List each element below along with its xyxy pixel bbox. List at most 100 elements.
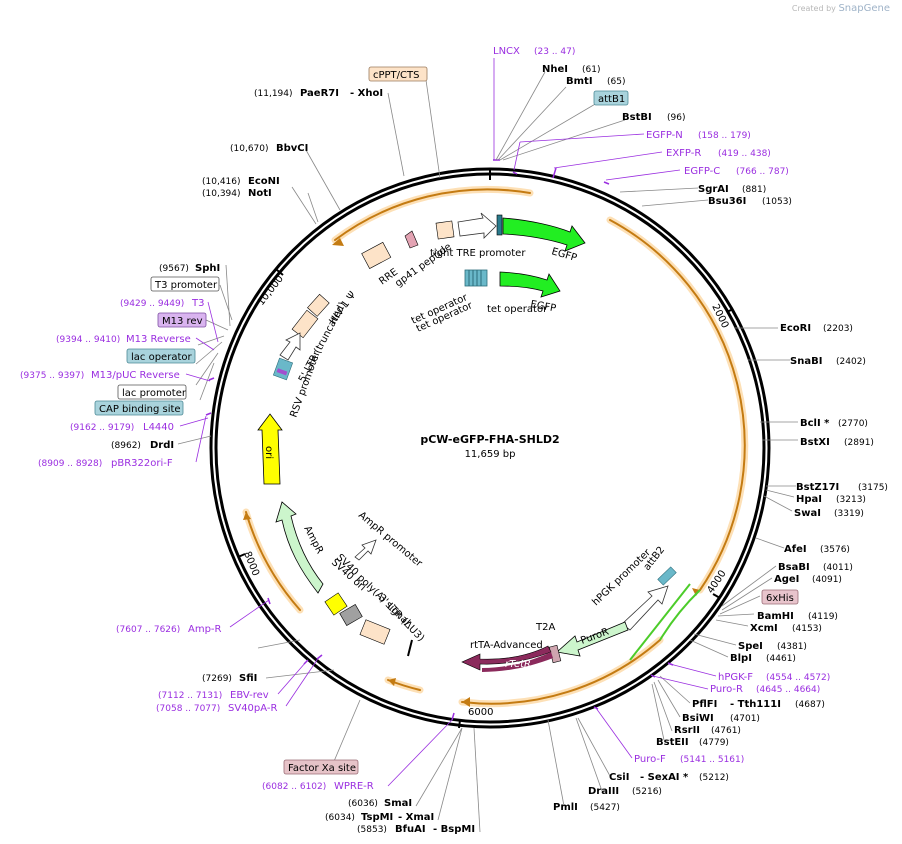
feature-gp41-peptide: gp41 peptide: [393, 230, 454, 289]
enzyme-tth111i-pos: (4687): [795, 700, 825, 710]
enzyme-hpai-pos: (3213): [836, 495, 866, 505]
primer-labels: LNCX (23 .. 47) EGFP-N (158 .. 179) EXFP…: [20, 46, 830, 792]
primer-m13rev: M13 Reverse: [126, 334, 191, 345]
enzyme-bstbi: BstBI: [622, 112, 652, 123]
enzyme-pmli: PmlI: [553, 802, 578, 813]
enzyme-bstz17i-pos: (3175): [858, 483, 888, 493]
enzyme-agei-pos: (4091): [812, 575, 842, 585]
feature-ampr-promoter: AmpR promoter: [354, 510, 425, 570]
enzyme-bsiwi: BsiWI: [682, 713, 714, 724]
primer-sv40pa-r-pos: (7058 .. 7077): [156, 704, 220, 714]
enzyme-hpai: HpaI: [796, 494, 822, 505]
enzyme-bstxi-pos: (2891): [844, 438, 874, 448]
primer-ebv-rev: EBV-rev: [230, 690, 269, 701]
tick-marks: [237, 170, 734, 729]
primer-exfp-r: EXFP-R: [666, 148, 701, 159]
enzyme-rsrii-pos: (4761): [711, 726, 741, 736]
box-factor-xa: Factor Xa site: [288, 763, 356, 774]
enzyme-sexai-pos: (5212): [699, 773, 729, 783]
enzyme-spei-pos: (4381): [777, 642, 807, 652]
primer-sv40pa-r: SV40pA-R: [228, 703, 277, 714]
enzyme-swai: SwaI: [794, 508, 821, 519]
enzyme-bcli-pos: (2770): [838, 419, 868, 429]
primer-amp-r: Amp-R: [188, 624, 222, 635]
primer-m13puc: M13/pUC Reverse: [91, 370, 180, 381]
enzyme-drdi: DrdI: [150, 440, 174, 451]
enzyme-nhei-pos: (61): [582, 65, 600, 75]
enzyme-bsabi: BsaBI: [778, 562, 810, 573]
enzyme-bsu36i-pos: (1053): [762, 197, 792, 207]
enzyme-bsteii: BstEII: [656, 737, 689, 748]
enzyme-econi-pos: (10,416): [202, 177, 241, 187]
primer-m13rev-pos: (9394 .. 9410): [56, 335, 120, 345]
enzyme-tspmi: TspMI: [361, 812, 393, 823]
primer-ebv-rev-pos: (7112 .. 7131): [158, 691, 222, 701]
enzyme-snabi-pos: (2402): [836, 357, 866, 367]
backbone-outer: [209, 167, 771, 729]
feature-label-t2a: T2A: [535, 622, 555, 633]
feature-box-437: [435, 220, 455, 240]
enzyme-bcli: BclI *: [800, 418, 830, 429]
enzyme-bbvci: BbvCI: [276, 143, 308, 154]
enzyme-pflfi: PflFI: [692, 699, 717, 710]
primer-wpre-r-pos: (6082 .. 6102): [262, 782, 326, 792]
enzyme-nhei: NheI: [542, 64, 568, 75]
feature-label-ori: ori: [263, 446, 274, 459]
primer-puro-f: Puro-F: [634, 754, 666, 765]
enzyme-paer7i: PaeR7I: [300, 88, 339, 99]
feature-label-gp41: gp41 peptide: [393, 241, 453, 289]
enzyme-spei: SpeI: [738, 641, 763, 652]
enzyme-agei: AgeI: [774, 574, 799, 585]
feature-label-hpgk: hPGK promoter: [590, 547, 653, 609]
feature-label-tight-tre: tight TRE promoter: [430, 248, 526, 259]
primer-leader-lines: [179, 58, 717, 787]
feature-egfp-2: EGFP: [499, 271, 561, 314]
enzyme-bmti: BmtI: [566, 76, 593, 87]
primer-amp-r-pos: (7607 .. 7626): [116, 625, 180, 635]
plasmid-name: pCW-eGFP-FHA-SHLD2: [420, 433, 559, 446]
primer-puro-f-pos: (5141 .. 5161): [680, 755, 744, 765]
primer-l4440: L4440: [143, 422, 174, 433]
box-lac-promoter: lac promoter: [122, 388, 187, 399]
enzyme-bstz17i: BstZ17I: [796, 482, 839, 493]
enzyme-sexai: - SexAI *: [640, 772, 689, 783]
feature-3ltr: 3' LTR (ΔU3): [359, 592, 426, 645]
feature-tight-tre-promoter: tight TRE promoter: [430, 212, 526, 259]
box-lac-operator: lac operator: [131, 352, 192, 363]
enzyme-smai: SmaI: [384, 798, 412, 809]
feature-rtta: rtTA-Advanced rTetR: [461, 640, 553, 672]
marker-6000-region: [407, 639, 413, 657]
box-t3-promoter: T3 promoter: [154, 280, 218, 291]
enzyme-bstxi: BstXI: [800, 437, 830, 448]
feature-label-ampr: AmpR: [301, 524, 325, 556]
box-cppt: cPPT/CTS: [373, 70, 419, 81]
leader-lines: [177, 71, 798, 833]
enzyme-bsteii-pos: (4779): [699, 738, 729, 748]
box-cap-binding: CAP binding site: [99, 404, 181, 415]
primer-hpgk-f: hPGK-F: [718, 672, 753, 683]
enzyme-econi: EcoNI: [248, 176, 280, 187]
enzyme-noti: NotI: [248, 188, 272, 199]
enzyme-bspmi: - BspMI: [433, 824, 475, 835]
feature-label-egfp-2: EGFP: [529, 299, 556, 314]
feature-ampr: AmpR: [275, 501, 325, 594]
primer-exfp-r-pos: (419 .. 438): [718, 149, 771, 159]
boxed-labels: cPPT/CTS attB1 6xHis Factor Xa site CAP …: [94, 66, 799, 775]
feature-label-puror: PuroR: [579, 626, 610, 646]
primer-lncx: LNCX: [493, 46, 520, 57]
enzyme-bsabi-pos: (4011): [823, 563, 853, 573]
enzyme-bamhi: BamHI: [757, 611, 794, 622]
feature-label-rtetr: rTetR: [505, 659, 531, 670]
snapgene-credit: Created by SnapGene: [791, 3, 890, 14]
enzyme-bmti-pos: (65): [607, 77, 625, 87]
enzyme-xcmi-pos: (4153): [792, 624, 822, 634]
feature-ori: ori: [257, 413, 283, 485]
enzyme-xcmi: XcmI: [750, 623, 778, 634]
feature-label-tet-operator-3: tet operator: [487, 304, 548, 315]
primer-l4440-pos: (9162 .. 9179): [70, 423, 134, 433]
primer-m13puc-pos: (9375 .. 9397): [20, 371, 84, 381]
enzyme-draiii-pos: (5216): [632, 787, 662, 797]
left-enzymes: (6036) SmaI (6034) TspMI - XmaI (5853) B…: [111, 88, 475, 835]
feature-label-egfp-1: EGFP: [550, 246, 578, 264]
